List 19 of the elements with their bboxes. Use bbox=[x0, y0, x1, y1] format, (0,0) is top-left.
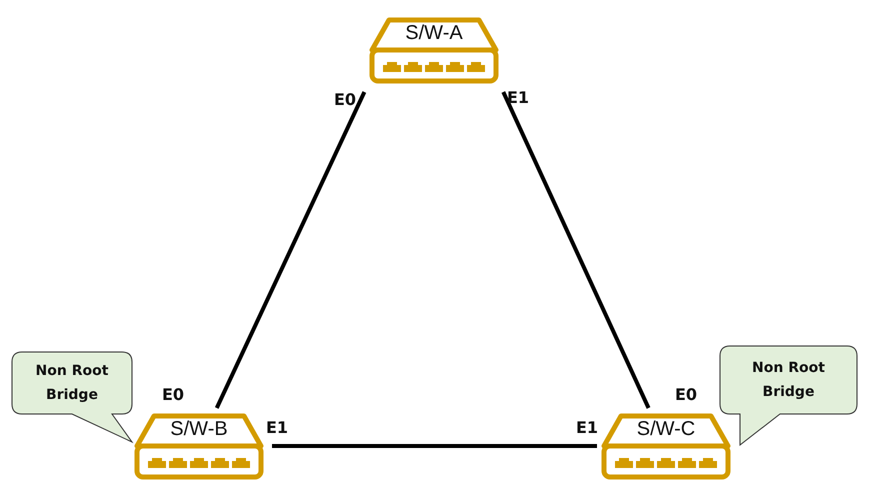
link-line bbox=[272, 444, 597, 448]
link-line bbox=[214, 91, 366, 409]
switch-icon bbox=[369, 16, 499, 84]
switch-label: S/W-B bbox=[169, 418, 229, 441]
port-label: E1 bbox=[266, 418, 288, 437]
link-line bbox=[501, 91, 650, 409]
port-label: E0 bbox=[334, 90, 356, 109]
port-label: E0 bbox=[162, 385, 184, 404]
switch-label: S/W-A bbox=[404, 22, 464, 45]
switch-icon bbox=[134, 412, 264, 480]
callout-bubble bbox=[12, 352, 132, 443]
port-label: E1 bbox=[576, 418, 598, 437]
port-label: E1 bbox=[507, 88, 530, 107]
callout-text: Non Root Bridge bbox=[751, 359, 826, 402]
switch-icon bbox=[601, 412, 731, 480]
switch-label: S/W-C bbox=[636, 418, 696, 441]
callout-text: Non Root Bridge bbox=[34, 362, 110, 405]
port-label: E0 bbox=[675, 385, 698, 404]
callout-bubble bbox=[720, 346, 857, 445]
